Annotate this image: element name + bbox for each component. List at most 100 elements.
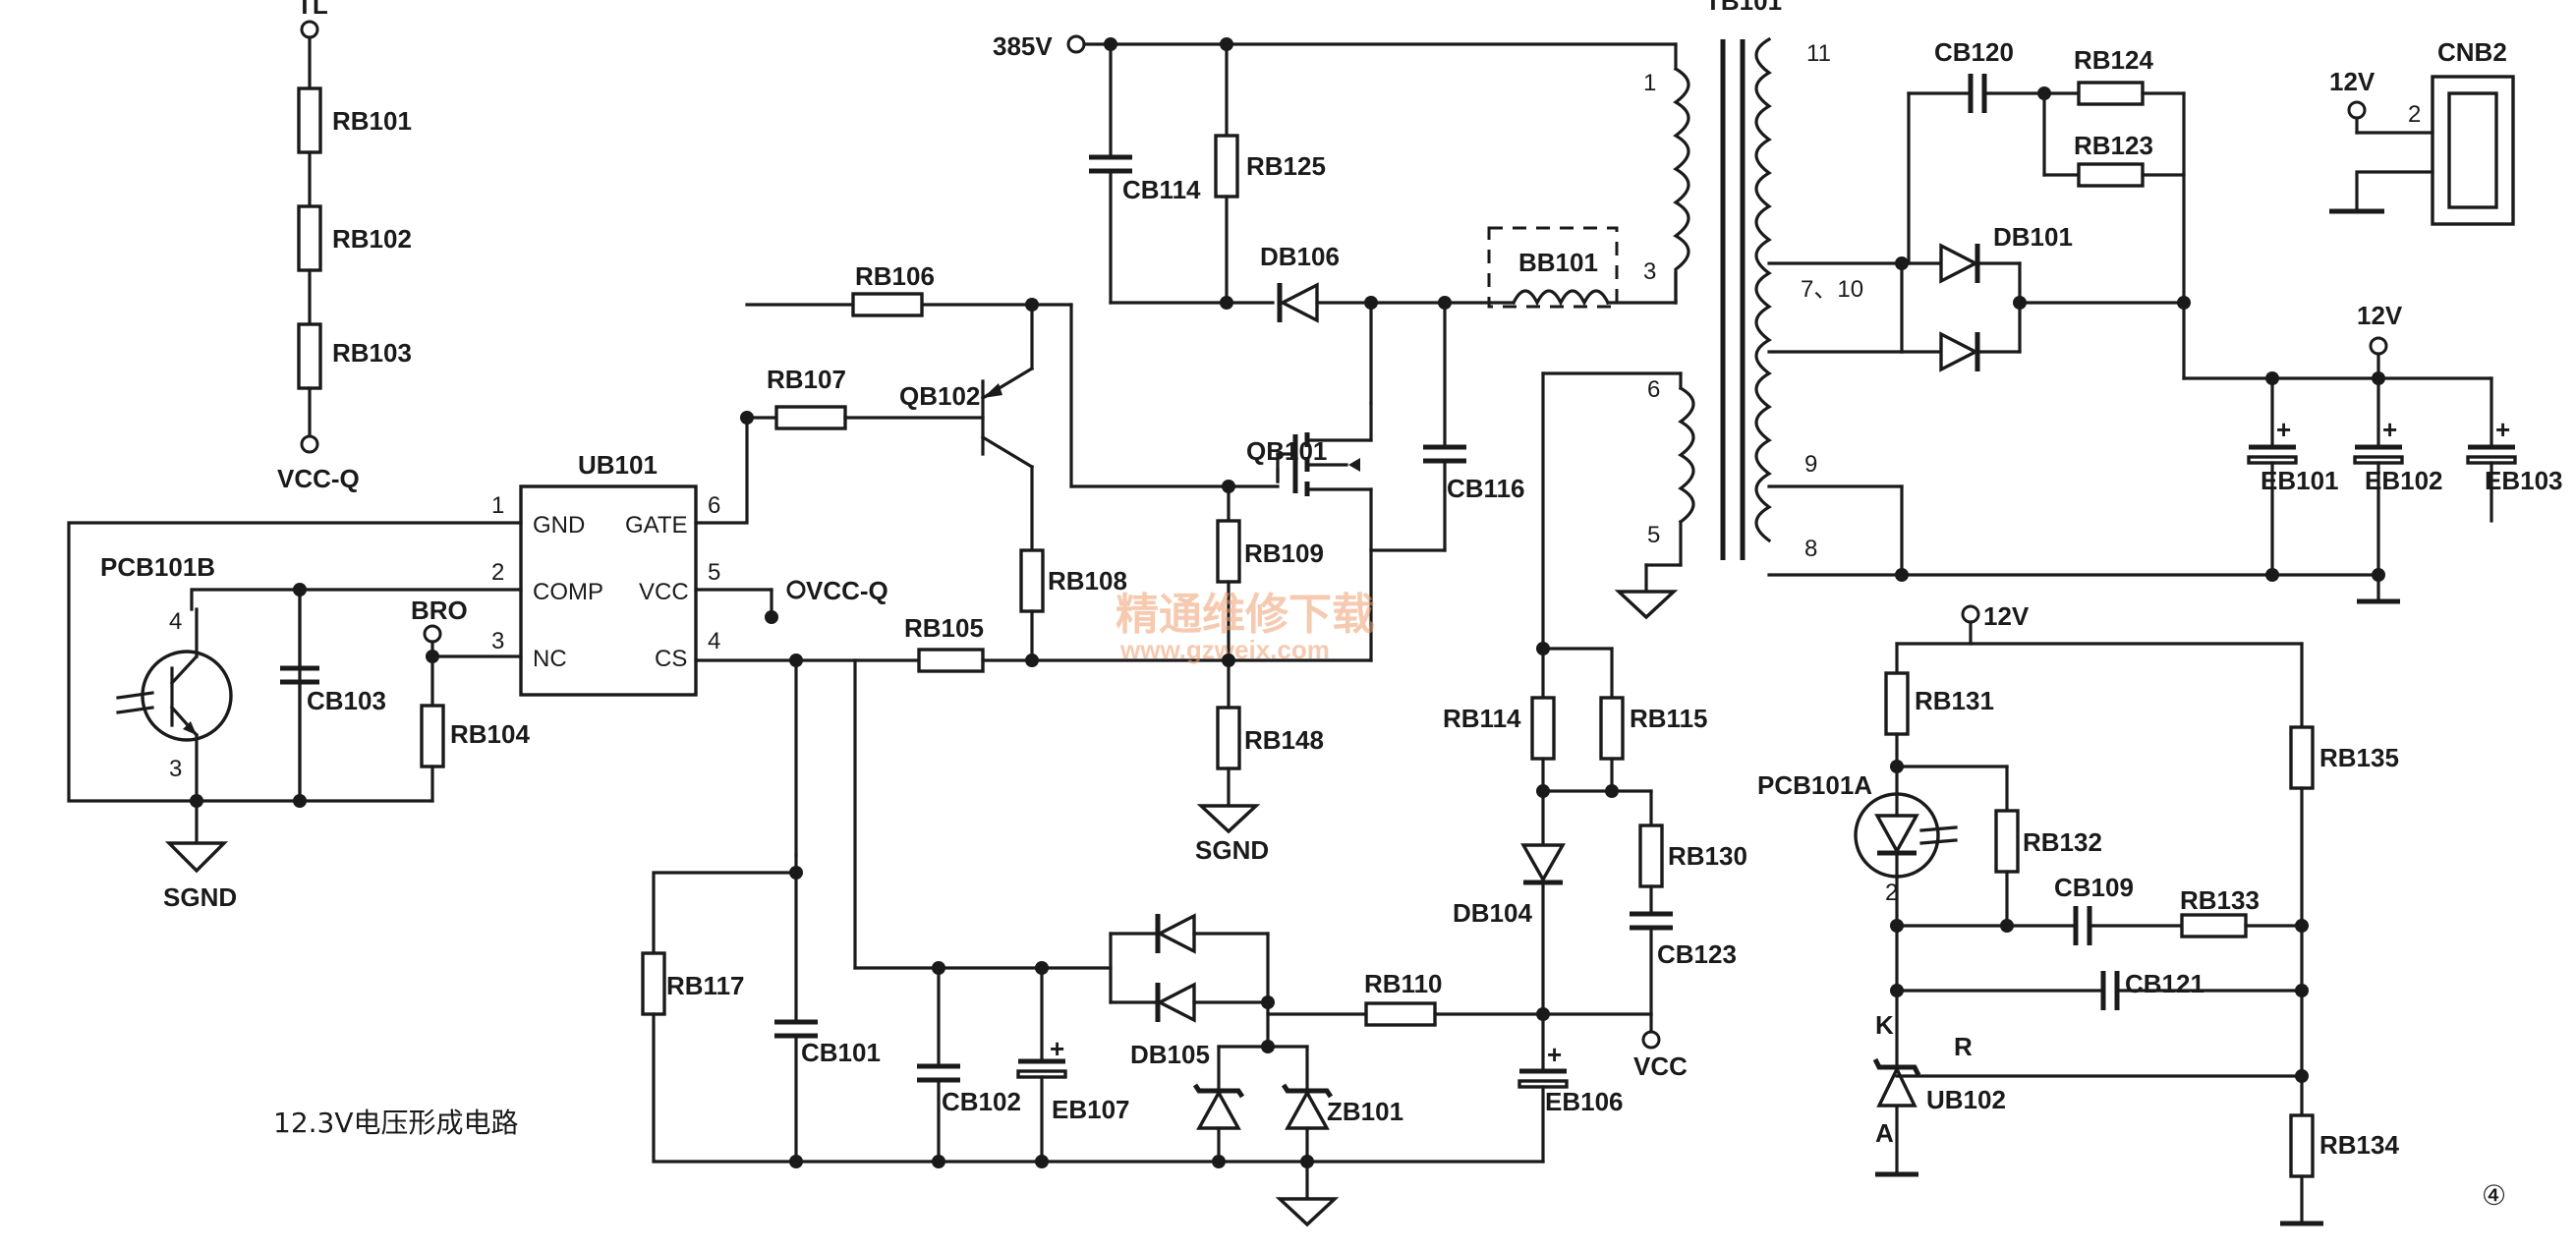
svg-text:4: 4 — [169, 608, 182, 635]
pin-nc: NC — [533, 646, 567, 672]
svg-text:QB102: QB102 — [899, 381, 980, 411]
svg-text:1: 1 — [491, 492, 504, 519]
vcc-filter: RB110 EB106 + — [1266, 969, 1624, 1164]
svg-text:EB102: EB102 — [2365, 466, 2443, 495]
svg-text:12V: 12V — [2329, 67, 2376, 96]
svg-text:+: + — [2495, 415, 2510, 444]
svg-text:R: R — [1954, 1032, 1973, 1061]
capacitor-cb103: CB103 — [195, 588, 434, 803]
svg-text:3: 3 — [1643, 258, 1656, 285]
svg-text:RB106: RB106 — [855, 261, 935, 291]
rb103-label: RB103 — [332, 338, 412, 368]
svg-text:RB109: RB109 — [1244, 539, 1324, 568]
svg-text:BB101: BB101 — [1518, 248, 1598, 277]
svg-text:12V: 12V — [2357, 301, 2403, 330]
svg-text:RB132: RB132 — [2023, 827, 2102, 857]
svg-text:6: 6 — [1647, 376, 1660, 403]
figure-number: ④ — [2482, 1179, 2506, 1212]
svg-text:SGND: SGND — [1195, 835, 1269, 865]
svg-text:RB134: RB134 — [2319, 1130, 2399, 1160]
tl-terminal — [300, 20, 319, 39]
svg-text:PCB101A: PCB101A — [1757, 770, 1872, 800]
feedback-network: 12V RB131 RB132 PCB101A 2 CB109 RB133 — [1757, 601, 2399, 1226]
watermark-cn: 精通维修下载 — [1116, 590, 1375, 640]
svg-text:5: 5 — [1647, 522, 1660, 548]
svg-text:CB116: CB116 — [1447, 474, 1525, 503]
svg-text:A: A — [1875, 1118, 1894, 1148]
sgnd1-label: SGND — [163, 882, 237, 912]
resistor-rb101 — [297, 86, 322, 154]
svg-text:CB102: CB102 — [942, 1087, 1021, 1116]
svg-text:EB106: EB106 — [1545, 1087, 1624, 1116]
ub101-body — [519, 484, 698, 697]
qb102-network: RB106 RB107 QB102 RB108 — [745, 261, 1127, 662]
svg-text:RB104: RB104 — [450, 719, 530, 749]
svg-text:RB114: RB114 — [1443, 704, 1521, 733]
svg-text:+: + — [1547, 1040, 1562, 1069]
hv-rail: 385V CB114 RB125 DB106 CB116 BB101 — [993, 31, 1690, 552]
svg-text:RB148: RB148 — [1244, 725, 1324, 755]
svg-text:QB101: QB101 — [1246, 436, 1327, 466]
svg-text:RB124: RB124 — [2074, 45, 2153, 75]
transformer-tb101: TB101 — [1705, 0, 1782, 560]
svg-text:DB106: DB106 — [1260, 242, 1340, 271]
pin-gate: GATE — [625, 512, 688, 539]
output-caps: + EB101 + EB102 + EB103 12V — [2247, 301, 2563, 604]
vcc-regulator: DB105 ZB101 + EB107 CB102 CB101 RB11 — [641, 658, 1545, 1227]
junctions — [190, 37, 2385, 1168]
svg-text:6: 6 — [708, 492, 720, 519]
rb109-rb148: RB109 RB148 SGND — [1195, 484, 1324, 865]
svg-text:5: 5 — [708, 559, 720, 586]
svg-text:CB109: CB109 — [2054, 873, 2134, 902]
svg-text:3: 3 — [169, 756, 182, 782]
bro-rb104: BRO RB104 — [411, 596, 530, 803]
svg-text:EB107: EB107 — [1052, 1095, 1130, 1124]
svg-text:2: 2 — [1885, 880, 1898, 906]
svg-text:RB133: RB133 — [2180, 885, 2260, 915]
snubber: CB120 RB124 RB123 — [1907, 37, 2493, 380]
pin-gnd: GND — [533, 512, 585, 539]
pin-vcc: VCC — [639, 579, 689, 605]
svg-text:EB103: EB103 — [2485, 466, 2563, 495]
svg-text:BRO: BRO — [411, 596, 468, 625]
svg-text:RB135: RB135 — [2319, 743, 2399, 772]
svg-text:+: + — [2382, 415, 2397, 444]
svg-text:CB103: CB103 — [307, 686, 386, 715]
pin-cs: CS — [655, 646, 687, 672]
svg-text:VCC-Q: VCC-Q — [806, 576, 888, 605]
svg-text:CB114: CB114 — [1122, 175, 1201, 204]
svg-text:DB104: DB104 — [1453, 898, 1532, 928]
svg-text:RB130: RB130 — [1668, 841, 1747, 871]
tl-divider-chain: TL RB101 RB102 RB103 VCC-Q — [277, 0, 412, 493]
rb101-label: RB101 — [332, 106, 412, 136]
svg-text:K: K — [1875, 1010, 1894, 1040]
circuit-caption: 12.3V电压形成电路 — [273, 1107, 519, 1139]
vccq-pin-terminal: VCC-Q — [786, 576, 888, 605]
svg-text:9: 9 — [1804, 451, 1817, 478]
svg-text:+: + — [2276, 415, 2291, 444]
svg-text:RB110: RB110 — [1364, 969, 1443, 998]
optocoupler-pcb101b: PCB101B 4 3 SGND — [100, 552, 237, 912]
svg-text:UB102: UB102 — [1926, 1085, 2006, 1114]
svg-text:CB121: CB121 — [2125, 969, 2204, 998]
rb102-label: RB102 — [332, 224, 412, 254]
svg-text:EB101: EB101 — [2261, 466, 2339, 495]
ic-ub101: UB101 GND COMP NC GATE VCC CS 1 2 3 6 5 … — [491, 450, 720, 697]
svg-text:2: 2 — [491, 559, 504, 586]
svg-text:RB107: RB107 — [767, 365, 846, 394]
svg-text:RB123: RB123 — [2074, 131, 2153, 160]
secondary-winding: 11 7、10 9 8 — [1754, 36, 2380, 577]
ub101-label: UB101 — [578, 450, 658, 480]
svg-text:RB117: RB117 — [666, 971, 745, 1000]
vccq-top-label: VCC-Q — [277, 464, 360, 493]
mosfet-qb101: QB101 — [1069, 301, 1373, 662]
svg-text:ZB101: ZB101 — [1327, 1097, 1403, 1126]
svg-text:2: 2 — [2408, 101, 2421, 128]
resistor-rb102 — [297, 204, 322, 272]
svg-text:4: 4 — [708, 628, 720, 654]
svg-text:CNB2: CNB2 — [2437, 37, 2507, 67]
resistor-rb105: RB105 — [904, 613, 1231, 673]
svg-text:DB105: DB105 — [1130, 1040, 1210, 1069]
svg-text:TB101: TB101 — [1705, 0, 1782, 16]
